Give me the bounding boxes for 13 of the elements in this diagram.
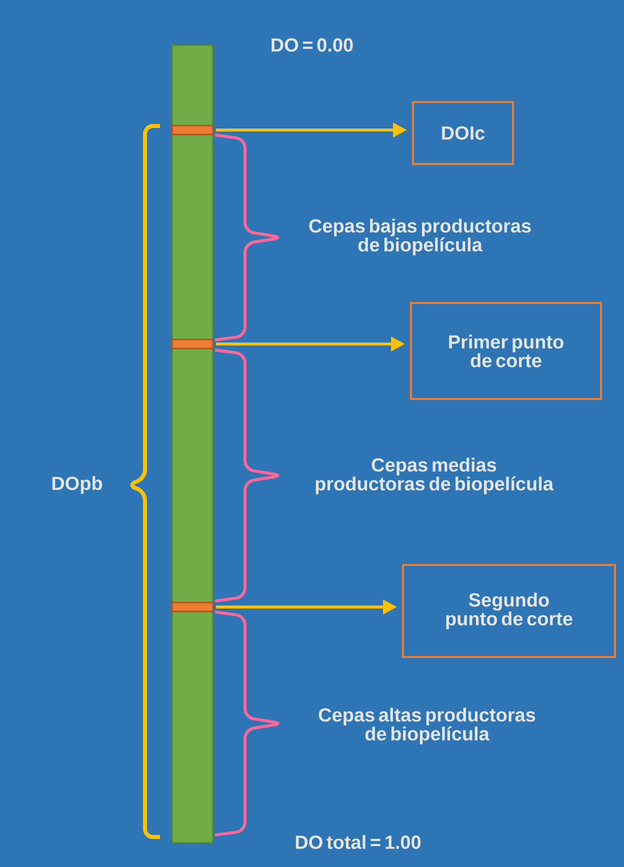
marker-band — [171, 602, 214, 612]
label-box: Segundo punto de corte — [402, 564, 616, 658]
text-label: Cepas medias productoras de biopelícula — [316, 458, 554, 494]
text-label: DO total = 1.00 — [296, 835, 421, 849]
label-box: DOIc — [412, 101, 514, 165]
marker-band — [171, 124, 214, 136]
text-label: DO = 0.00 — [272, 38, 353, 52]
text-label: DOpb — [52, 476, 102, 494]
column-bar — [171, 44, 214, 844]
marker-band — [171, 338, 214, 350]
text-label: Cepas bajas productoras de biopelícula — [309, 218, 531, 256]
text-label: Cepas altas productoras de biopelícula — [318, 708, 536, 744]
label-box: Primer punto de corte — [410, 302, 602, 400]
